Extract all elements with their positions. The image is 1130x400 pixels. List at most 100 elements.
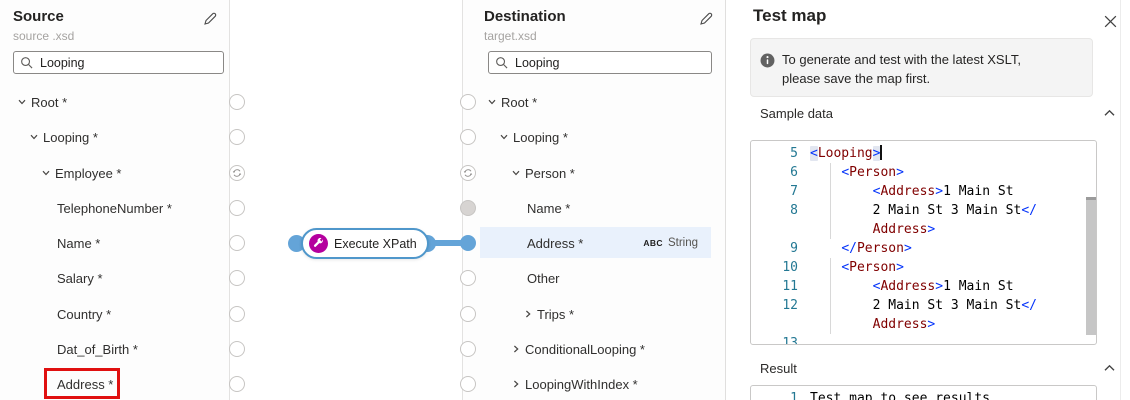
panel-scrollbar-track[interactable] [1120, 0, 1130, 400]
indent-guide [830, 258, 831, 334]
tree-node-other[interactable]: Other [523, 263, 560, 293]
connection-handle[interactable] [460, 129, 476, 145]
tree-node-label: Root * [501, 94, 538, 110]
tree-node-label: Trips * [537, 306, 575, 322]
result-editor[interactable]: 1 Test map to see results [750, 385, 1097, 400]
tree-node-loopingwithindex[interactable]: LoopingWithIndex * [511, 369, 638, 399]
tree-node-root[interactable]: Root * [17, 87, 67, 117]
connection-handle[interactable] [229, 306, 245, 322]
tree-node-dat-of-birth[interactable]: Dat_of_Birth * [53, 334, 138, 364]
tree-node-label: Address * [527, 235, 584, 251]
abc-type-icon: ABC [643, 237, 663, 248]
loop-connection-handle[interactable] [229, 165, 245, 181]
chevron-down-icon[interactable] [499, 132, 509, 142]
destination-search-input[interactable] [515, 55, 705, 70]
connection-handle[interactable] [460, 376, 476, 392]
connection-handle[interactable] [460, 306, 476, 322]
tree-node-label: LoopingWithIndex * [525, 376, 638, 392]
tree-node-label: ConditionalLooping * [525, 341, 645, 357]
tree-node-label: Dat_of_Birth * [57, 341, 138, 357]
tree-node-looping[interactable]: Looping * [499, 122, 568, 152]
line-number: 7 [790, 184, 798, 199]
source-schema-panel: Source source .xsd Root *Looping *Employ… [0, 0, 230, 400]
chevron-right-icon[interactable] [523, 309, 533, 319]
line-number: 5 [790, 146, 798, 161]
tree-node-address[interactable]: Address * [53, 369, 113, 399]
tree-node-address[interactable]: Address * [523, 228, 583, 258]
execute-xpath-function-icon [309, 234, 328, 253]
edit-destination-schema-button[interactable] [698, 9, 718, 29]
tree-node-salary[interactable]: Salary * [53, 263, 103, 293]
code-line: <Address>1 Main St [872, 279, 1014, 294]
code-line: <Person> [841, 165, 904, 180]
connection-handle[interactable] [229, 200, 245, 216]
connected-handle[interactable] [460, 235, 476, 251]
chevron-down-icon[interactable] [487, 97, 497, 107]
connection-handle[interactable] [229, 235, 245, 251]
connection-handle[interactable] [460, 270, 476, 286]
function-input-handle[interactable] [288, 235, 305, 252]
tree-node-employee[interactable]: Employee * [41, 158, 121, 188]
tree-node-person[interactable]: Person * [511, 158, 575, 188]
sample-data-section-label: Sample data [760, 106, 833, 121]
code-line: <Person> [841, 260, 904, 275]
tree-node-name[interactable]: Name * [53, 228, 100, 258]
tree-node-label: Root * [31, 94, 68, 110]
chevron-right-icon[interactable] [511, 344, 521, 354]
function-node-execute-xpath[interactable]: Execute XPath [301, 228, 429, 259]
tree-node-country[interactable]: Country * [53, 299, 111, 329]
tree-node-looping[interactable]: Looping * [29, 122, 98, 152]
connection-handle[interactable] [229, 341, 245, 357]
connection-handle[interactable] [229, 129, 245, 145]
code-line: 2 Main St 3 Main St</ [872, 203, 1037, 218]
test-map-panel: Test map To generate and test with the l… [727, 0, 1130, 400]
connection-handle[interactable] [460, 341, 476, 357]
destination-panel-title: Destination [484, 8, 566, 25]
chevron-right-icon[interactable] [511, 379, 521, 389]
pencil-icon [202, 11, 222, 27]
connection-line [428, 240, 468, 246]
search-icon [20, 56, 40, 69]
connection-handle[interactable] [229, 270, 245, 286]
collapse-result-button[interactable] [1103, 360, 1119, 376]
pencil-icon [698, 11, 718, 27]
chevron-down-icon[interactable] [17, 97, 27, 107]
selected-row-highlight: ABC String [480, 227, 711, 258]
close-panel-button[interactable] [1103, 12, 1121, 30]
loop-connection-handle[interactable] [460, 165, 476, 181]
chevron-down-icon[interactable] [41, 168, 51, 178]
info-icon [760, 53, 775, 68]
data-type-badge: ABC String [643, 227, 698, 258]
connection-handle[interactable] [460, 200, 476, 216]
tree-node-label: Other [527, 270, 560, 286]
collapse-sample-data-button[interactable] [1103, 105, 1119, 121]
tree-node-trips[interactable]: Trips * [523, 299, 574, 329]
source-search-input[interactable] [40, 55, 217, 70]
test-map-title: Test map [753, 6, 827, 25]
chevron-down-icon[interactable] [511, 168, 521, 178]
tree-node-label: Name * [527, 200, 571, 216]
code-line: 2 Main St 3 Main St</ [872, 298, 1037, 313]
tree-node-name[interactable]: Name * [523, 193, 570, 223]
source-search-box [13, 51, 224, 74]
banner-text: To generate and test with the latest XSL… [782, 52, 1021, 86]
edit-source-schema-button[interactable] [202, 9, 222, 29]
code-line: Address> [872, 317, 936, 332]
destination-schema-filename: target.xsd [484, 29, 537, 43]
tree-node-telephonenumber[interactable]: TelephoneNumber * [53, 193, 172, 223]
tree-node-label: Country * [57, 306, 112, 322]
line-number: 13 [782, 336, 798, 345]
tree-node-root[interactable]: Root * [487, 87, 537, 117]
editor-scrollbar-thumb[interactable] [1086, 197, 1096, 335]
tree-node-conditionallooping[interactable]: ConditionalLooping * [511, 334, 645, 364]
connection-handle[interactable] [229, 94, 245, 110]
line-number: 11 [782, 279, 798, 294]
line-number: 9 [790, 241, 798, 256]
chevron-up-icon [1103, 107, 1119, 120]
type-name: String [667, 236, 698, 249]
connection-handle[interactable] [460, 94, 476, 110]
chevron-down-icon[interactable] [29, 132, 39, 142]
connection-handle[interactable] [229, 376, 245, 392]
sample-data-editor[interactable]: 5<Looping>6 <Person>7 <Address>1 Main St… [750, 140, 1097, 345]
